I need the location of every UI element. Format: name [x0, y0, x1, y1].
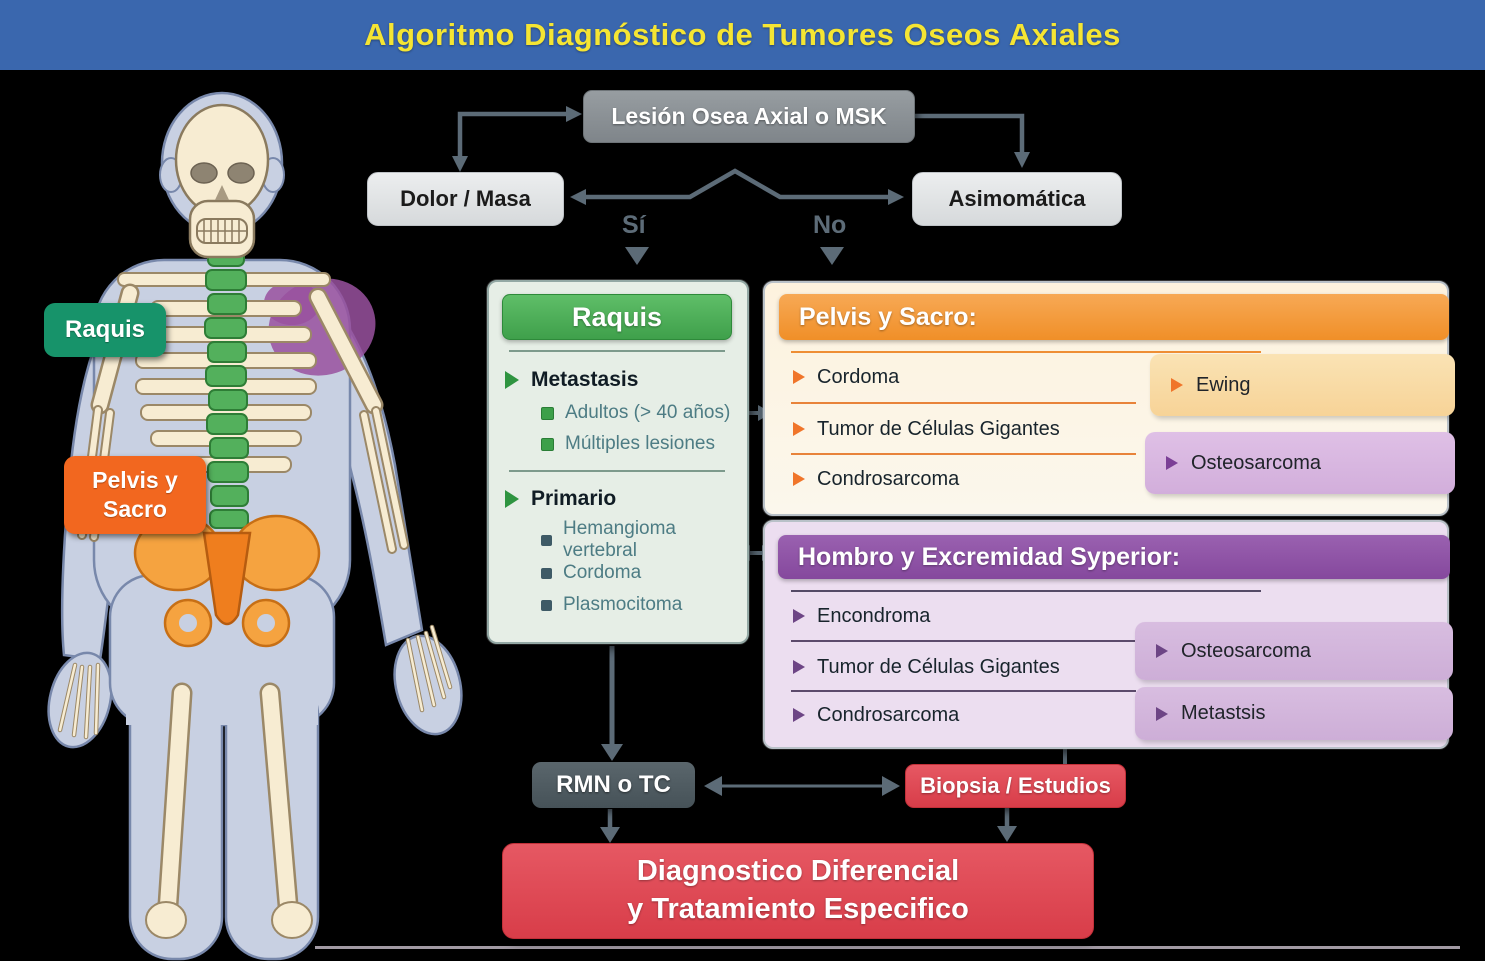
separator-line: [509, 470, 725, 472]
triangle-bullet-icon: [1156, 706, 1168, 721]
si-branch-label: Sí: [622, 211, 646, 239]
panel-subitem: Cordoma: [541, 560, 641, 586]
pelvis-sacro-tag: Pelvis y Sacro: [64, 456, 206, 534]
shoulder-highlight: [264, 278, 376, 376]
raquis-panel: Raquis Metastasis Adultos (> 40 años) Mú…: [487, 280, 749, 644]
triangle-bullet-icon: [793, 660, 805, 674]
ewing-box: Ewing: [1150, 354, 1455, 416]
biopsia-label: Biopsia / Estudios: [920, 773, 1111, 798]
asintomatica-node: Asimomática: [912, 172, 1122, 226]
panel-subitem: Múltiples lesiones: [541, 431, 715, 457]
square-bullet-icon: [541, 534, 552, 546]
separator-line: [791, 402, 1136, 404]
hombro-panel-header: Hombro y Excremidad Syperior:: [778, 535, 1450, 579]
hombro-panel: Hombro y Excremidad Syperior: Encondroma…: [763, 520, 1453, 749]
pelvis-tag-line1: Pelvis y: [92, 467, 178, 494]
panel-item: Cordoma: [793, 363, 899, 391]
pelvis-panel-title: Pelvis y Sacro:: [799, 302, 977, 331]
separator-line: [509, 350, 725, 352]
panel-subitem: Plasmocitoma: [541, 592, 682, 618]
square-bullet-icon: [541, 437, 554, 451]
subitem-label: Plasmocitoma: [563, 594, 683, 615]
biopsia-node: Biopsia / Estudios: [905, 764, 1126, 808]
panel-item: Tumor de Células Gigantes: [793, 415, 1060, 443]
raquis-panel-header: Raquis: [502, 294, 732, 340]
item-label: Osteosarcoma: [1191, 451, 1322, 474]
item-label: Metastsis: [1181, 702, 1266, 724]
pelvis-sacro-panel: Pelvis y Sacro: Cordoma Tumor de Células…: [763, 281, 1455, 516]
square-bullet-icon: [541, 567, 552, 579]
triangle-bullet-icon: [793, 472, 805, 486]
triangle-bullet-icon: [793, 708, 805, 722]
raquis-tag-label: Raquis: [64, 316, 145, 343]
item-label: Osteosarcoma: [1181, 639, 1312, 662]
item-label: Condrosarcoma: [817, 703, 960, 726]
triangle-bullet-icon: [505, 371, 519, 389]
page-title: Algoritmo Diagnóstico de Tumores Oseos A…: [364, 17, 1121, 52]
triangle-bullet-icon: [1171, 378, 1183, 392]
square-bullet-icon: [541, 406, 554, 420]
triangle-bullet-icon: [793, 609, 805, 623]
no-branch-label: No: [813, 211, 847, 239]
triangle-bullet-icon: [793, 422, 805, 436]
triangle-bullet-icon: [1166, 456, 1178, 470]
rmn-tc-label: RMN o TC: [556, 771, 671, 798]
item-label: Tumor de Células Gigantes: [817, 655, 1060, 678]
subitem-label: Múltiples lesiones: [565, 433, 715, 454]
subitem-label: Adultos (> 40 años): [565, 402, 731, 423]
item-label: Primario: [531, 487, 617, 510]
square-bullet-icon: [541, 599, 552, 611]
triangle-bullet-icon: [793, 370, 805, 384]
rmn-tc-node: RMN o TC: [532, 762, 695, 808]
panel-subitem: Adultos (> 40 años): [541, 400, 730, 426]
diagnostico-node: Diagnostico Diferencial y Tratamiento Es…: [502, 843, 1094, 939]
item-label: Encondroma: [817, 604, 931, 627]
dolor-masa-node: Dolor / Masa: [367, 172, 564, 226]
subitem-label: Cordoma: [563, 562, 642, 583]
bones: [57, 272, 453, 939]
separator-line: [791, 351, 1261, 353]
item-label: Condrosarcoma: [817, 467, 960, 490]
lesion-node: Lesión Osea Axial o MSK: [583, 90, 915, 143]
panel-subitem: Hemangioma vertebral: [541, 518, 747, 561]
triangle-bullet-icon: [505, 490, 519, 508]
triangle-bullet-icon: [1156, 644, 1168, 658]
spine-highlight: [204, 246, 249, 529]
dolor-masa-label: Dolor / Masa: [400, 186, 531, 211]
lesion-label: Lesión Osea Axial o MSK: [611, 103, 887, 129]
panel-item: Metastasis: [505, 366, 638, 394]
panel-item: Tumor de Células Gigantes: [793, 653, 1060, 681]
separator-line: [791, 690, 1136, 692]
panel-item: Condrosarcoma: [793, 701, 959, 729]
pelvis-highlight: [133, 514, 321, 648]
item-label: Cordoma: [817, 365, 900, 388]
separator-line: [791, 640, 1136, 642]
raquis-panel-title: Raquis: [571, 301, 663, 332]
item-label: Ewing: [1196, 373, 1251, 396]
item-label: Tumor de Células Gigantes: [817, 417, 1060, 440]
metastasis-box-hombro: Metastsis: [1135, 687, 1453, 740]
separator-line: [791, 453, 1136, 455]
osteosarcoma-box-hombro: Osteosarcoma: [1135, 622, 1453, 680]
item-label: Metastasis: [531, 368, 639, 391]
title-bar: Algoritmo Diagnóstico de Tumores Oseos A…: [0, 0, 1485, 70]
skull: [159, 103, 285, 259]
hombro-panel-title: Hombro y Excremidad Syperior:: [798, 542, 1181, 571]
diagnostico-line1: Diagnostico Diferencial: [636, 855, 960, 888]
osteosarcoma-box-pelvis: Osteosarcoma: [1145, 432, 1455, 494]
pelvis-tag-line2: Sacro: [103, 496, 167, 522]
panel-item: Condrosarcoma: [793, 465, 959, 493]
subitem-label: Hemangioma vertebral: [563, 518, 676, 561]
separator-line: [791, 590, 1261, 592]
asintomatica-label: Asimomática: [948, 186, 1086, 211]
panel-item: Encondroma: [793, 602, 930, 630]
panel-item: Primario: [505, 485, 616, 513]
diagnostico-line2: y Tratamiento Especifico: [627, 893, 969, 925]
pelvis-panel-header: Pelvis y Sacro:: [779, 294, 1449, 340]
raquis-tag: Raquis: [44, 303, 166, 357]
